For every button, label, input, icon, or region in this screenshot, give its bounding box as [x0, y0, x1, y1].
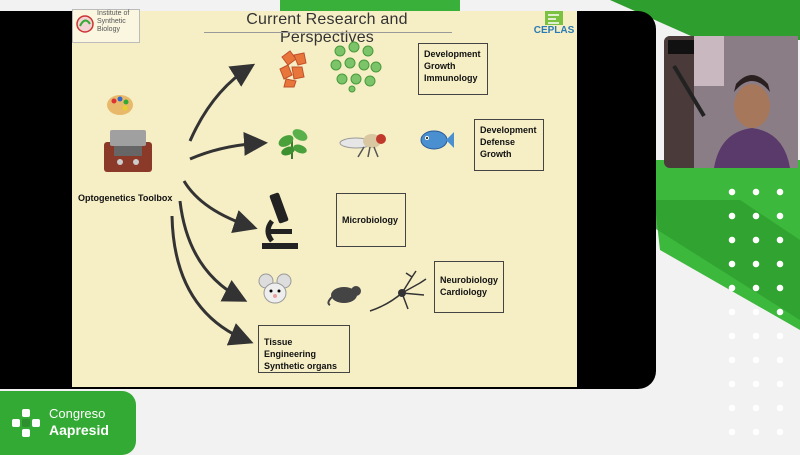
dot-pattern — [720, 180, 800, 450]
box-line: Growth — [480, 149, 512, 159]
box-line: Defense — [480, 137, 516, 147]
slide-title: Current Research and Perspectives — [246, 11, 408, 46]
box-line: Development — [480, 125, 537, 135]
neuron-icon — [369, 270, 427, 312]
institute-logo-text: Institute of Synthetic Biology — [97, 10, 130, 33]
institute-logo-icon — [76, 15, 94, 33]
aapresid-logo-icon — [12, 409, 40, 437]
ceplas-logo-text: CEPLAS — [533, 25, 575, 36]
box-microbiology: Microbiology — [336, 193, 406, 247]
toolbox-label: Optogenetics Toolbox — [78, 193, 173, 203]
box-line: Development — [424, 49, 481, 59]
title-underline — [204, 32, 452, 33]
box-tissue-engineering: Tissue Engineering Synthetic organs — [258, 325, 350, 373]
box-line: Cardiology — [440, 287, 488, 297]
box-development-growth-immunology: Development Growth Immunology — [418, 43, 488, 95]
slide: Institute of Synthetic Biology Current R… — [72, 9, 577, 387]
rat-icon — [327, 286, 361, 306]
cells-icon — [279, 50, 307, 88]
box-line: Growth — [424, 61, 456, 71]
mouse-icon — [258, 273, 292, 304]
box-neurobiology-cardiology: Neurobiology Cardiology — [434, 261, 504, 313]
fly-icon — [339, 134, 386, 158]
ceplas-logo-icon — [545, 11, 563, 25]
flow-arrows — [170, 63, 268, 346]
box-line: Neurobiology — [440, 275, 498, 285]
box-line: Immunology — [424, 73, 478, 83]
microscope-icon — [262, 192, 298, 249]
ceplas-logo: CEPLAS — [532, 11, 576, 41]
badge-line-2: Aapresid — [49, 422, 109, 438]
box-line: Tissue Engineering — [264, 337, 317, 359]
speaker-video[interactable] — [664, 36, 798, 168]
bacteria-icon — [330, 41, 382, 93]
institute-logo: Institute of Synthetic Biology — [72, 9, 140, 43]
fish-icon — [420, 130, 454, 150]
speaker-avatar — [664, 36, 798, 168]
leaf-icon — [278, 129, 308, 159]
congreso-aapresid-badge: Congreso Aapresid — [0, 391, 136, 455]
palette-icon — [107, 95, 133, 115]
box-line: Synthetic organs — [264, 361, 338, 371]
badge-line-1: Congreso — [49, 406, 106, 421]
box-development-defense-growth: Development Defense Growth — [474, 119, 544, 171]
box-line: Microbiology — [342, 215, 398, 225]
toolbox-icon — [104, 130, 152, 172]
